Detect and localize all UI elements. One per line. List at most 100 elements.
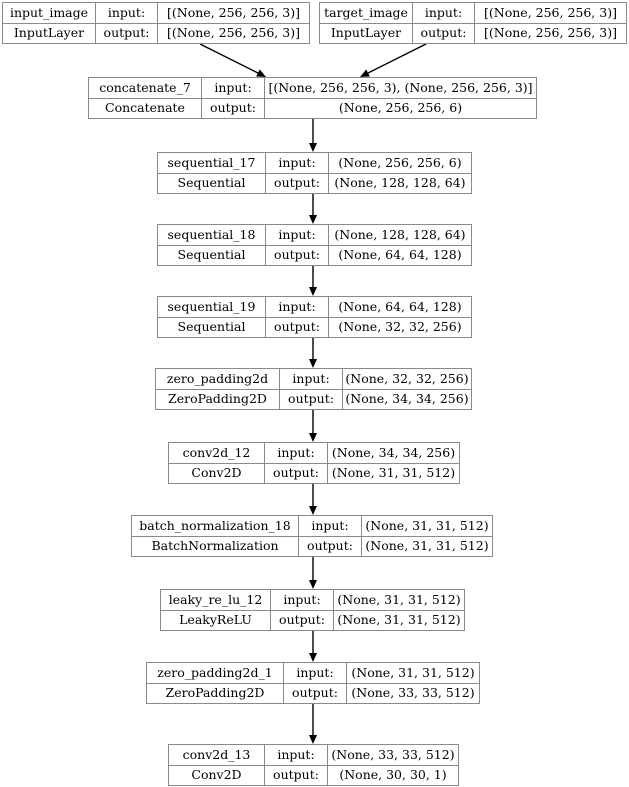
layer-class-label: LeakyReLU — [161, 610, 271, 630]
layer-class-label: Sequential — [158, 245, 266, 265]
layer-class-label: Concatenate — [89, 98, 202, 118]
output-shape-value: (None, 64, 64, 128) — [338, 247, 462, 262]
input-shape-value: (None, 31, 31, 512) — [337, 591, 461, 607]
layer-name-label: conv2d_12 — [169, 443, 265, 463]
input-label: input: — [280, 369, 343, 389]
input-label: input: — [266, 153, 329, 173]
edge-arrow-batch_normalization_18-to-leaky_re_lu_12 — [309, 557, 317, 589]
input-label: input: — [413, 3, 475, 23]
output-label: output: — [299, 536, 362, 556]
layer-name-label: input_image — [3, 3, 96, 23]
layer-class-label: Conv2D — [169, 765, 265, 785]
output-label: output: — [96, 23, 158, 43]
input-label: input: — [265, 443, 328, 463]
edge-arrow-input_image-to-concatenate_7 — [199, 43, 266, 77]
layer-name-label: target_image — [320, 3, 413, 23]
layer-name-label: sequential_17 — [158, 153, 266, 173]
layer-class-label: InputLayer — [320, 23, 413, 43]
layer-class-label: ZeroPadding2D — [156, 389, 280, 409]
output-shape-value: (None, 33, 33, 512) — [351, 685, 475, 700]
input-shape-value: (None, 32, 32, 256) — [345, 370, 469, 386]
layer-class-label: InputLayer — [3, 23, 96, 43]
input-shape-value: (None, 64, 64, 128) — [338, 298, 462, 314]
input-shape-value: [(None, 256, 256, 3)] — [484, 4, 617, 20]
input-label: input: — [96, 3, 158, 23]
input-label: input: — [202, 78, 265, 98]
input-shape-value: (None, 31, 31, 512) — [351, 664, 475, 680]
input-shape-value: [(None, 256, 256, 3)] — [167, 4, 300, 20]
edge-arrow-sequential_17-to-sequential_18 — [309, 194, 317, 224]
output-shape-value: [(None, 256, 256, 3)] — [167, 25, 300, 40]
output-shape-value: (None, 31, 31, 512) — [331, 465, 456, 480]
input-shape-value: (None, 34, 34, 256) — [331, 444, 456, 460]
layer-class-label: ZeroPadding2D — [147, 683, 284, 703]
output-label: output: — [280, 389, 343, 409]
output-label: output: — [413, 23, 475, 43]
output-label: output: — [271, 610, 334, 630]
layer-name-label: batch_normalization_18 — [132, 516, 299, 536]
edge-arrow-sequential_19-to-zero_padding2d — [309, 338, 317, 368]
edge-arrow-conv2d_12-to-batch_normalization_18 — [309, 484, 317, 515]
input-label: input: — [284, 663, 347, 683]
output-label: output: — [266, 173, 329, 193]
output-label: output: — [265, 765, 328, 785]
output-shape-value: (None, 256, 256, 6) — [338, 100, 463, 115]
input-label: input: — [265, 745, 328, 765]
output-shape-value: (None, 31, 31, 512) — [365, 538, 489, 553]
layer-class-label: Sequential — [158, 317, 266, 337]
layer-class-label: Sequential — [158, 173, 266, 193]
output-shape-value: (None, 30, 30, 1) — [339, 767, 447, 782]
input-label: input: — [271, 590, 334, 610]
layer-name-label: conv2d_13 — [169, 745, 265, 765]
layer-name-label: leaky_re_lu_12 — [161, 590, 271, 610]
layer-name-label: zero_padding2d_1 — [147, 663, 284, 683]
output-label: output: — [202, 98, 265, 118]
layer-name-label: zero_padding2d — [156, 369, 280, 389]
input-shape-value: (None, 256, 256, 6) — [338, 154, 462, 170]
edge-arrow-zero_padding2d-to-conv2d_12 — [309, 410, 317, 442]
layer-class-label: BatchNormalization — [132, 536, 299, 556]
output-shape-value: [(None, 256, 256, 3)] — [484, 25, 617, 40]
input-shape-value: (None, 33, 33, 512) — [331, 746, 455, 762]
output-label: output: — [266, 245, 329, 265]
input-label: input: — [299, 516, 362, 536]
input-label: input: — [266, 225, 329, 245]
output-label: output: — [265, 463, 328, 483]
layer-name-label: concatenate_7 — [89, 78, 202, 98]
edge-arrow-target_image-to-concatenate_7 — [360, 43, 427, 77]
input-shape-value: (None, 31, 31, 512) — [365, 517, 489, 533]
output-shape-value: (None, 34, 34, 256) — [345, 391, 469, 406]
edge-arrow-leaky_re_lu_12-to-zero_padding2d_1 — [309, 631, 317, 662]
output-shape-value: (None, 32, 32, 256) — [338, 319, 462, 334]
edge-arrow-sequential_18-to-sequential_19 — [309, 266, 317, 296]
output-shape-value: (None, 128, 128, 64) — [334, 175, 466, 190]
